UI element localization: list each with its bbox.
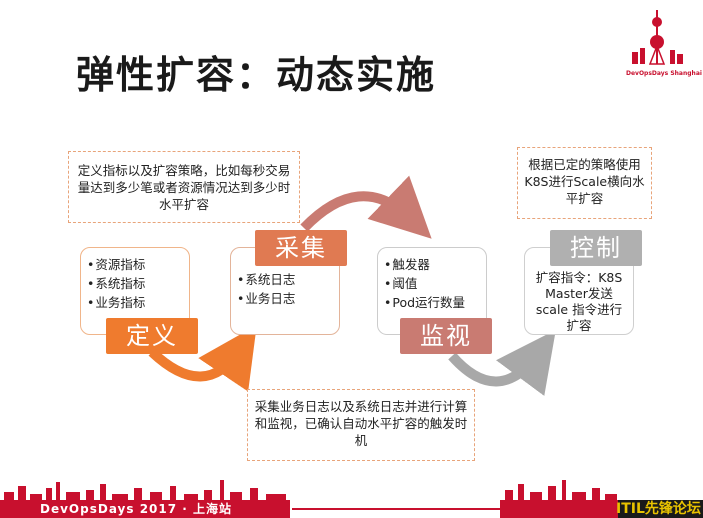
stage-collect-item: 业务日志 (237, 289, 333, 308)
stage-define-item: 系统指标 (87, 274, 183, 293)
stage-define-item: 业务指标 (87, 293, 183, 312)
stage-control-label: 控制 (550, 230, 642, 266)
note-control: 根据已定的策略使用K8S进行Scale横向水平扩容 (517, 147, 652, 219)
stage-define-item: 资源指标 (87, 255, 183, 274)
footer-event: DevOpsDays 2017 · 上海站 (40, 502, 233, 516)
logo-caption: DevOpsDays Shanghai (626, 70, 702, 77)
stage-monitor-label: 监视 (400, 318, 492, 354)
arrow-define-to-collect (148, 325, 257, 392)
devopsdays-logo: DevOpsDays Shanghai (626, 8, 702, 77)
stage-control-item: 扩容指令：K8S Master发送 scale 指令进行扩容 (535, 270, 623, 333)
stage-control-card: 扩容指令：K8S Master发送 scale 指令进行扩容 (524, 247, 634, 335)
footer-forum: ITIL先锋论坛 (616, 501, 701, 517)
stage-monitor-item: 阈值 (384, 274, 480, 293)
tower-icon (632, 10, 683, 65)
footer-skyline (0, 480, 703, 518)
stage-define-label: 定义 (106, 318, 198, 354)
arrow-monitor-to-control (448, 329, 556, 396)
note-define: 定义指标以及扩容策略，比如每秒交易量达到多少笔或者资源情况达到多少时水平扩容 (68, 151, 300, 223)
stage-monitor-item: 触发器 (384, 255, 480, 274)
note-monitor: 采集业务日志以及系统日志并进行计算和监视，已确认自动水平扩容的触发时机 (247, 389, 475, 461)
arrow-collect-to-monitor (300, 175, 432, 239)
stage-monitor-item: Pod运行数量 (384, 293, 480, 312)
stage-collect-label: 采集 (255, 230, 347, 266)
page-title: 弹性扩容：动态实施 (76, 53, 437, 97)
stage-collect-item: 系统日志 (237, 270, 333, 289)
